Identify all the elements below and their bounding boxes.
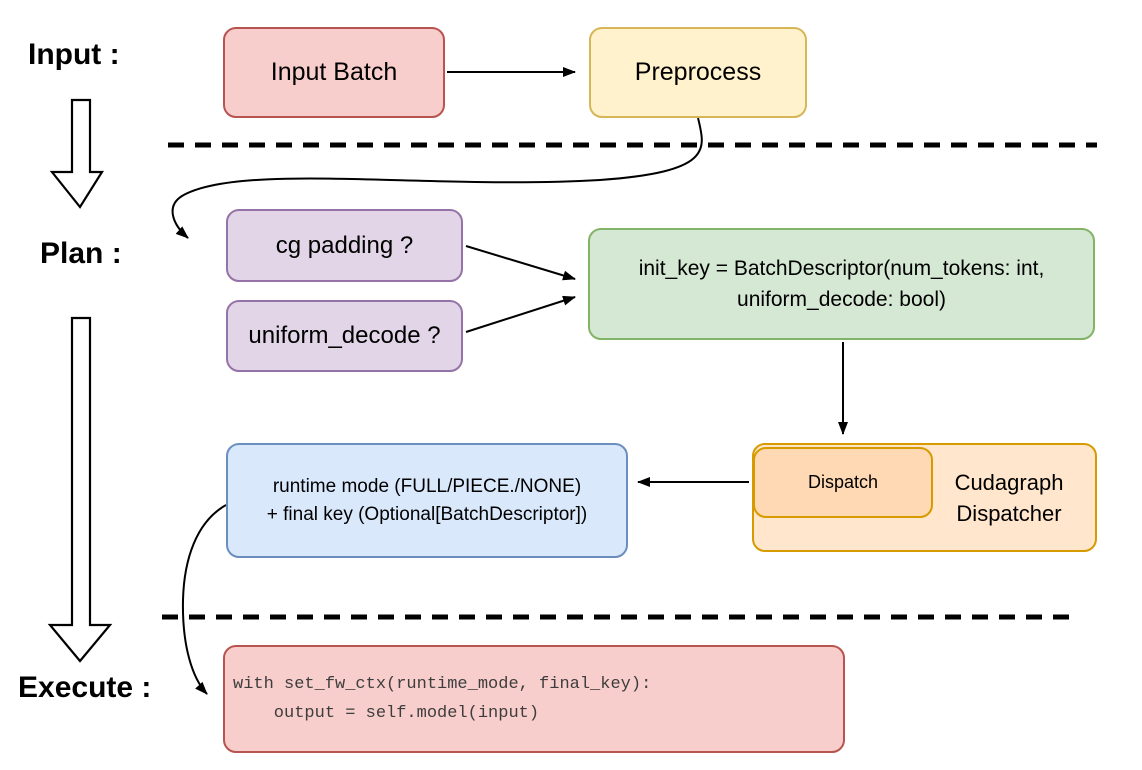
node-execute-code-line2: output = self.model(input)	[233, 704, 540, 723]
node-input-batch-label: Input Batch	[270, 58, 398, 86]
node-init-key-line1: init_key = BatchDescriptor(num_tokens: i…	[638, 257, 1045, 280]
node-dispatch: Dispatch	[753, 447, 933, 518]
node-runtime-mode-line1: runtime mode (FULL/PIECE./NONE)	[272, 475, 582, 497]
arrow-cg-padding-to-init-key	[465, 245, 576, 281]
node-cudagraph-dispatcher-line1: Cudagraph	[954, 469, 1064, 495]
node-cudagraph-dispatcher-line2: Dispatcher	[956, 500, 1062, 526]
node-runtime-mode-line2: + final key (Optional[BatchDescriptor])	[266, 503, 588, 525]
node-cg-padding-label: cg padding ?	[275, 231, 414, 259]
flow-arrow-plan-to-execute	[47, 316, 113, 663]
node-uniform-decode-label: uniform_decode ?	[248, 322, 441, 349]
node-input-batch: Input Batch	[223, 27, 445, 118]
node-uniform-decode: uniform_decode ?	[226, 300, 463, 372]
phase-label-input: Input :	[28, 38, 120, 71]
arrow-runtime-mode-to-execute-code	[181, 504, 227, 695]
node-cg-padding: cg padding ?	[226, 209, 463, 282]
node-execute-code: with set_fw_ctx(runtime_mode, final_key)…	[223, 645, 845, 753]
node-preprocess: Preprocess	[589, 27, 807, 118]
arrow-uniform-decode-to-init-key	[465, 295, 576, 333]
phase-label-plan: Plan :	[40, 237, 122, 270]
node-init-key-line2: uniform_decode: bool)	[737, 288, 946, 311]
node-dispatch-label: Dispatch	[807, 472, 879, 492]
phase-label-execute: Execute :	[18, 671, 152, 704]
node-execute-code-line1: with set_fw_ctx(runtime_mode, final_key)…	[233, 675, 652, 694]
flow-arrow-input-to-plan	[49, 98, 104, 209]
node-init-key: init_key = BatchDescriptor(num_tokens: i…	[588, 228, 1095, 340]
node-preprocess-label: Preprocess	[634, 58, 762, 86]
node-runtime-mode: runtime mode (FULL/PIECE./NONE) + final …	[226, 443, 628, 558]
